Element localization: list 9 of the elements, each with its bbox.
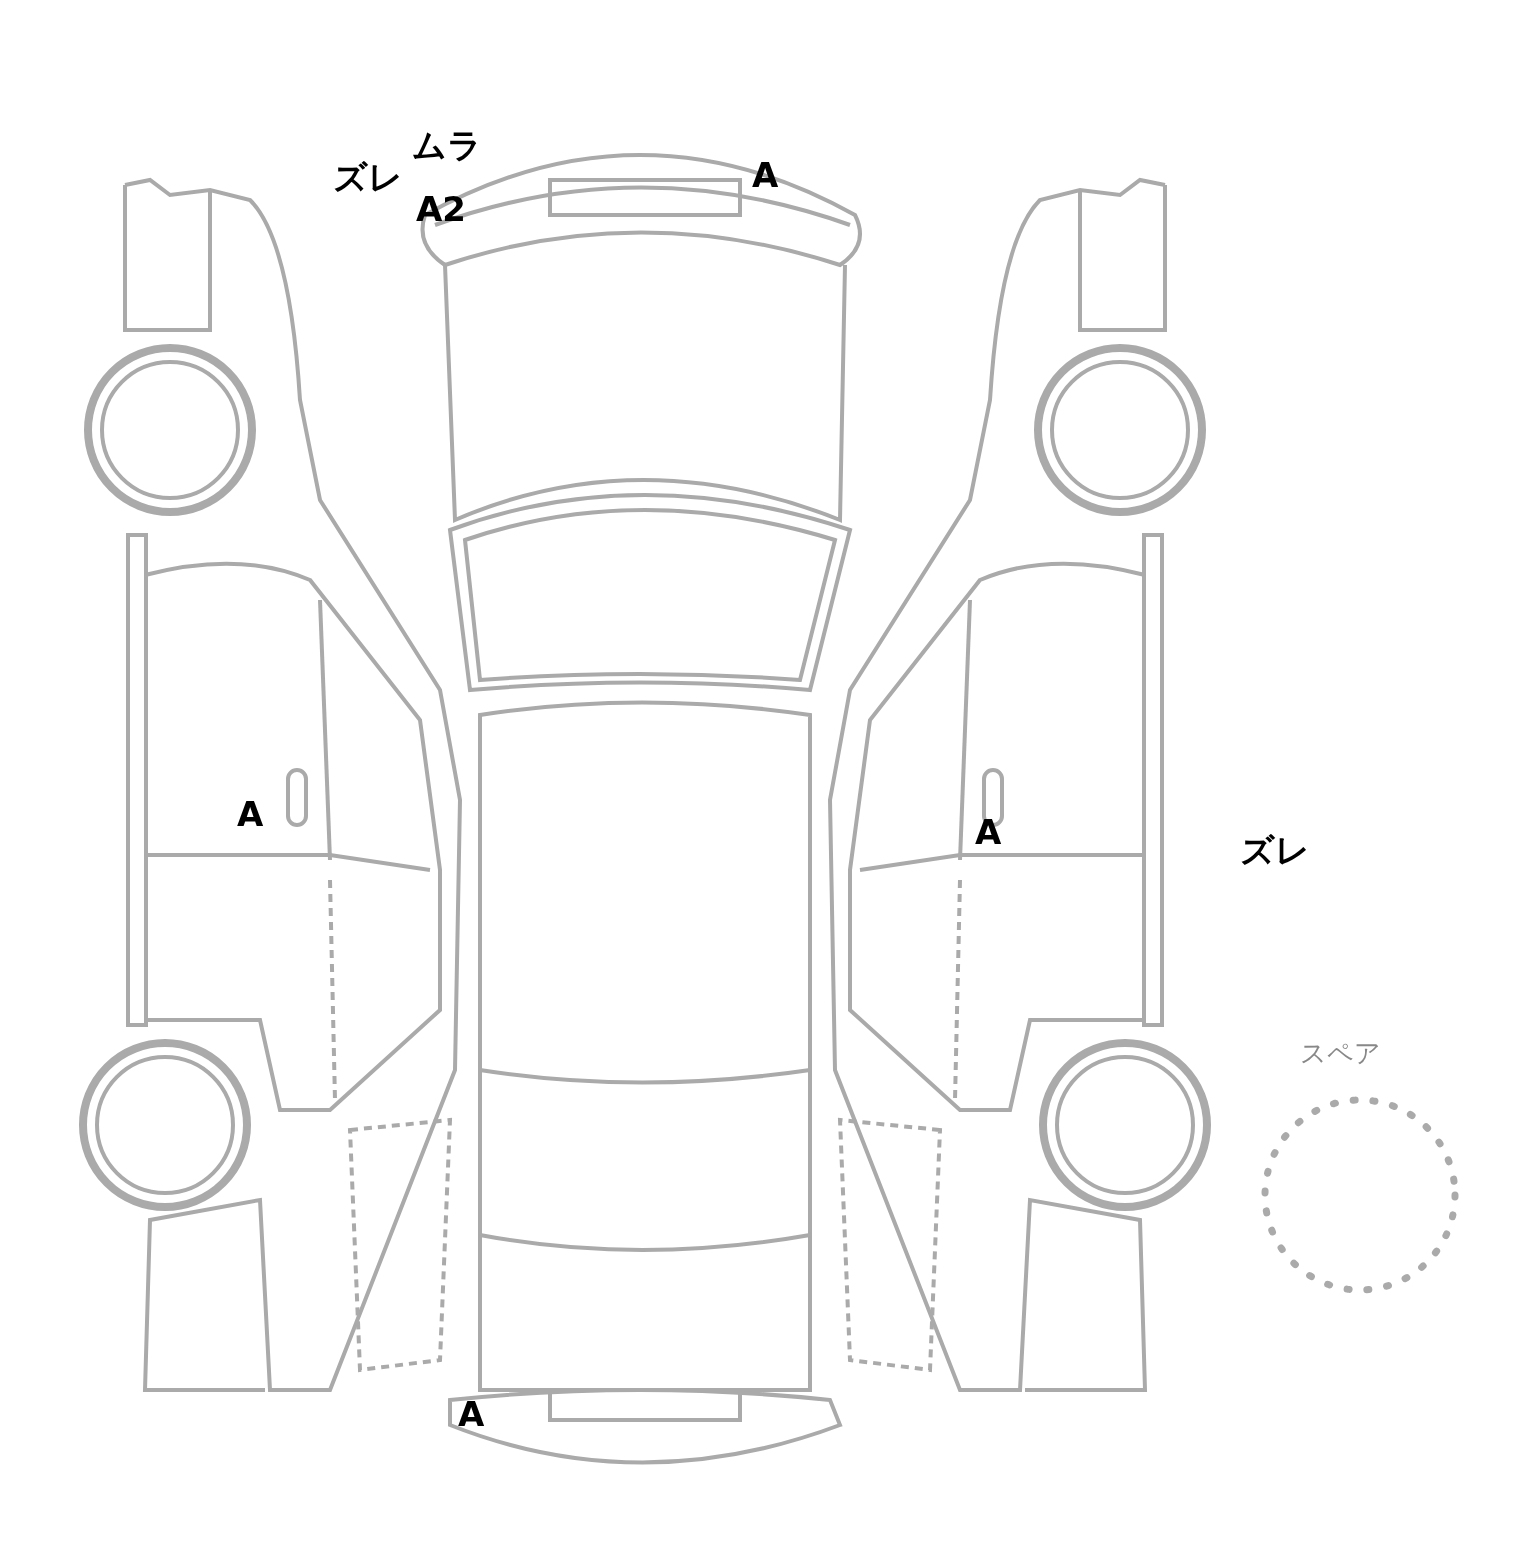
damage-code: A2 <box>416 192 466 226</box>
damage-code: A <box>237 797 264 831</box>
damage-code: A <box>458 1397 485 1431</box>
defect-code: ズレ <box>1240 833 1310 867</box>
damage-code: A <box>752 158 779 192</box>
defect-code: ズレ <box>333 160 403 194</box>
spare-tire-label: スペア <box>1300 1040 1381 1066</box>
defect-code: ムラ <box>412 128 482 162</box>
damage-code: A <box>975 815 1002 849</box>
